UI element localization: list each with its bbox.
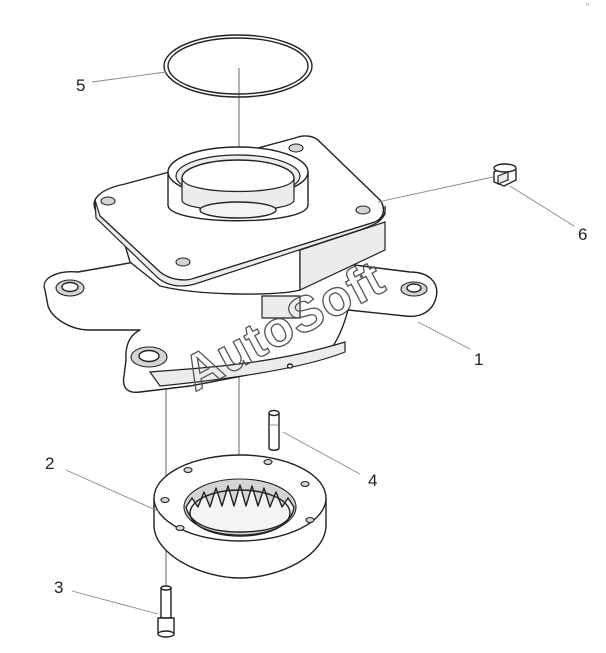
- leader-line-5: [91, 71, 167, 83]
- leader-line-6b: [377, 176, 494, 203]
- o-ring-part: [163, 34, 313, 98]
- callout-number-3: 3: [54, 578, 63, 597]
- leader-line-4: [282, 431, 361, 475]
- callout-number-4: 4: [368, 471, 377, 490]
- leader-line-6: [509, 185, 575, 227]
- dowel-pin-part: [268, 409, 280, 451]
- callout-number-5: 5: [76, 76, 85, 95]
- callout-number-1: 1: [474, 350, 483, 369]
- gear-ring-part: [153, 454, 327, 579]
- leader-line-3: [71, 590, 159, 615]
- housing-part: [43, 135, 438, 393]
- callout-number-6: 6: [578, 225, 587, 244]
- leader-line-2: [65, 469, 161, 513]
- grease-fitting-part: [493, 163, 517, 187]
- bolt-part: [157, 585, 175, 638]
- leader-line-1: [417, 321, 471, 350]
- corner-mark: ”: [586, 2, 589, 12]
- callout-number-2: 2: [45, 454, 54, 473]
